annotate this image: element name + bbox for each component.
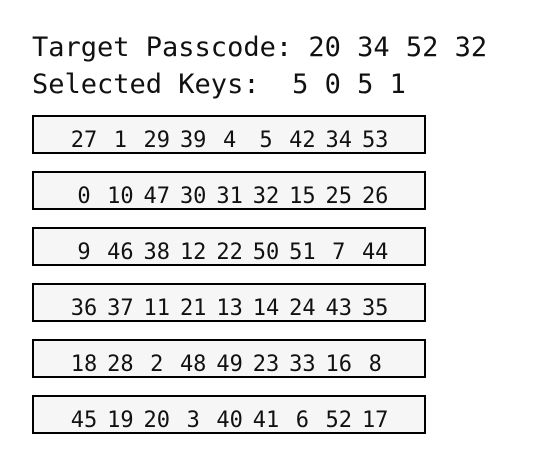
keypad-key[interactable]: 34	[325, 128, 353, 153]
keypad-row: 45 19 20 3 40 41 6 52 17	[32, 395, 426, 434]
keypad-key[interactable]: 26	[361, 184, 389, 209]
keypad-key[interactable]: 17	[361, 408, 389, 433]
keypad-key[interactable]: 0	[77, 184, 91, 209]
keypad-key[interactable]: 25	[325, 184, 353, 209]
keypad-key[interactable]: 50	[252, 240, 280, 265]
keypad-key[interactable]: 45	[70, 408, 98, 433]
keypad-key[interactable]: 7	[332, 240, 346, 265]
keypad-key[interactable]: 8	[368, 352, 382, 377]
keypad-key[interactable]: 3	[186, 408, 200, 433]
keypad-key[interactable]: 15	[289, 184, 316, 209]
keypad-key[interactable]: 36	[70, 296, 98, 321]
keypad-key[interactable]: 16	[325, 352, 353, 377]
keypad-key[interactable]: 1	[113, 128, 128, 153]
keypad-key[interactable]: 46	[107, 240, 134, 265]
keypad-key[interactable]: 53	[361, 128, 389, 153]
keypad-key[interactable]: 11	[143, 296, 171, 321]
keypad-key[interactable]: 39	[179, 128, 207, 153]
keypad-key[interactable]: 5	[259, 128, 273, 153]
keypad-key[interactable]: 18	[70, 352, 98, 377]
keypad-key[interactable]: 28	[107, 352, 134, 377]
target-passcode-line: Target Passcode: 20 34 52 32	[32, 32, 487, 64]
keypad-key[interactable]: 44	[361, 240, 389, 265]
selected-keys-line: Selected Keys: 5 0 5 1	[32, 69, 406, 101]
selected-keys-value: 5 0 5 1	[292, 69, 406, 100]
selected-keys-label: Selected Keys:	[32, 69, 260, 100]
keypad-key[interactable]: 49	[216, 352, 243, 377]
keypad-key[interactable]: 27	[70, 128, 98, 153]
keypad-key[interactable]: 30	[179, 184, 207, 209]
keypad-key[interactable]: 35	[361, 296, 389, 321]
keypad-key[interactable]: 6	[295, 408, 310, 433]
keypad-key[interactable]: 2	[150, 352, 164, 377]
keypad-key[interactable]: 33	[289, 352, 316, 377]
keypad-key[interactable]: 24	[289, 296, 316, 321]
keypad-key[interactable]: 32	[252, 184, 280, 209]
keypad-key[interactable]: 31	[216, 184, 243, 209]
keypad-key[interactable]: 38	[143, 240, 171, 265]
keypad-key[interactable]: 40	[216, 408, 243, 433]
keypad-key[interactable]: 42	[289, 128, 316, 153]
keypad-key[interactable]: 51	[289, 240, 316, 265]
keypad-row: 36 37 11 21 13 14 24 43 35	[32, 283, 426, 322]
keypad-row: 0 10 47 30 31 32 15 25 26	[32, 171, 426, 210]
keypad-key[interactable]: 20	[143, 408, 171, 433]
keypad-key[interactable]: 48	[179, 352, 207, 377]
keypad-key[interactable]: 41	[252, 408, 280, 433]
keypad-key[interactable]: 23	[252, 352, 280, 377]
keypad-row: 18 28 2 48 49 23 33 16 8	[32, 339, 426, 378]
keypad-key[interactable]: 13	[216, 296, 243, 321]
target-passcode-value: 20 34 52 32	[308, 32, 488, 63]
keypad-key[interactable]: 43	[325, 296, 353, 321]
keypad-key[interactable]: 19	[107, 408, 134, 433]
target-passcode-label: Target Passcode:	[32, 32, 293, 63]
keypad-key[interactable]: 52	[325, 408, 353, 433]
keypad-key[interactable]: 22	[216, 240, 243, 265]
keypad-key[interactable]: 21	[179, 296, 207, 321]
keypad-key[interactable]: 9	[77, 240, 91, 265]
keypad-key[interactable]: 14	[252, 296, 280, 321]
keypad-key[interactable]: 10	[107, 184, 134, 209]
keypad-key[interactable]: 37	[107, 296, 134, 321]
keypad-key[interactable]: 4	[222, 128, 237, 153]
keypad-row: 9 46 38 12 22 50 51 7 44	[32, 227, 426, 266]
keypad-key[interactable]: 12	[179, 240, 207, 265]
keypad-key[interactable]: 47	[143, 184, 171, 209]
keypad-key[interactable]: 29	[143, 128, 171, 153]
